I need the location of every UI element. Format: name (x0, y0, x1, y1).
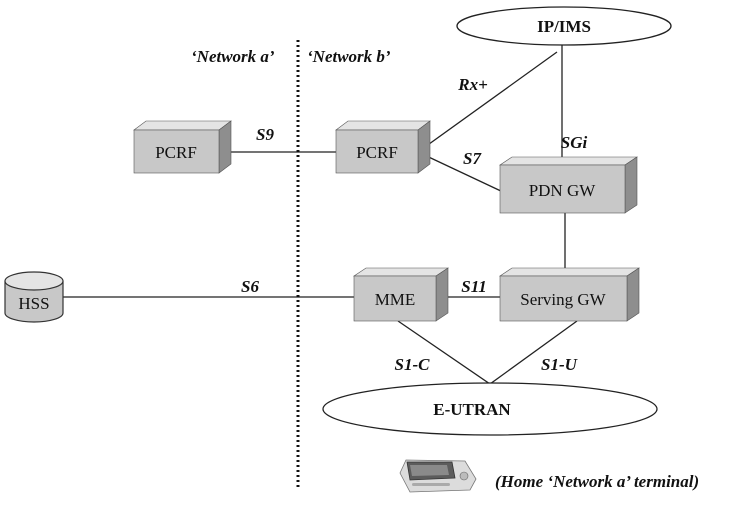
interface-s6-label: S6 (241, 277, 259, 296)
pcrf-a-label: PCRF (155, 143, 197, 162)
interface-s11-label: S11 (461, 277, 487, 296)
mme-label: MME (375, 290, 416, 309)
link-s1c (397, 320, 491, 385)
pdn-gw-node: PDN GW (499, 156, 638, 214)
interface-s1u-label: S1-U (541, 355, 578, 374)
interface-s1c-label: S1-C (395, 355, 431, 374)
interface-sgi-label: SGi (561, 133, 588, 152)
link-rx-plus (417, 51, 558, 153)
ip-ims-label: IP/IMS (537, 17, 591, 36)
links (62, 40, 578, 385)
interface-s7-label: S7 (463, 149, 482, 168)
serving-gw-label: Serving GW (520, 290, 606, 309)
network-b-label: ‘Network b’ (307, 47, 391, 66)
interface-s9-label: S9 (256, 125, 274, 144)
pda-terminal-icon (399, 459, 477, 493)
interface-rx-plus-label: Rx+ (457, 75, 488, 94)
pcrf-b-node: PCRF (335, 120, 431, 174)
hss-label: HSS (18, 294, 49, 313)
network-a-label: ‘Network a’ (191, 47, 275, 66)
pcrf-a-node: PCRF (133, 120, 232, 174)
e-utran-label: E-UTRAN (433, 400, 511, 419)
mme-node: MME (353, 267, 449, 322)
terminal-caption: (Home ‘Network a’ terminal) (495, 472, 699, 491)
serving-gw-node: Serving GW (499, 267, 640, 322)
e-utran-cloud (322, 382, 658, 436)
pdn-gw-label: PDN GW (529, 181, 597, 200)
pcrf-b-label: PCRF (356, 143, 398, 162)
link-s1u (489, 320, 578, 385)
hss-database-icon: HSS (4, 271, 64, 323)
link-s7 (417, 151, 504, 193)
ip-ims-cloud (456, 6, 672, 46)
